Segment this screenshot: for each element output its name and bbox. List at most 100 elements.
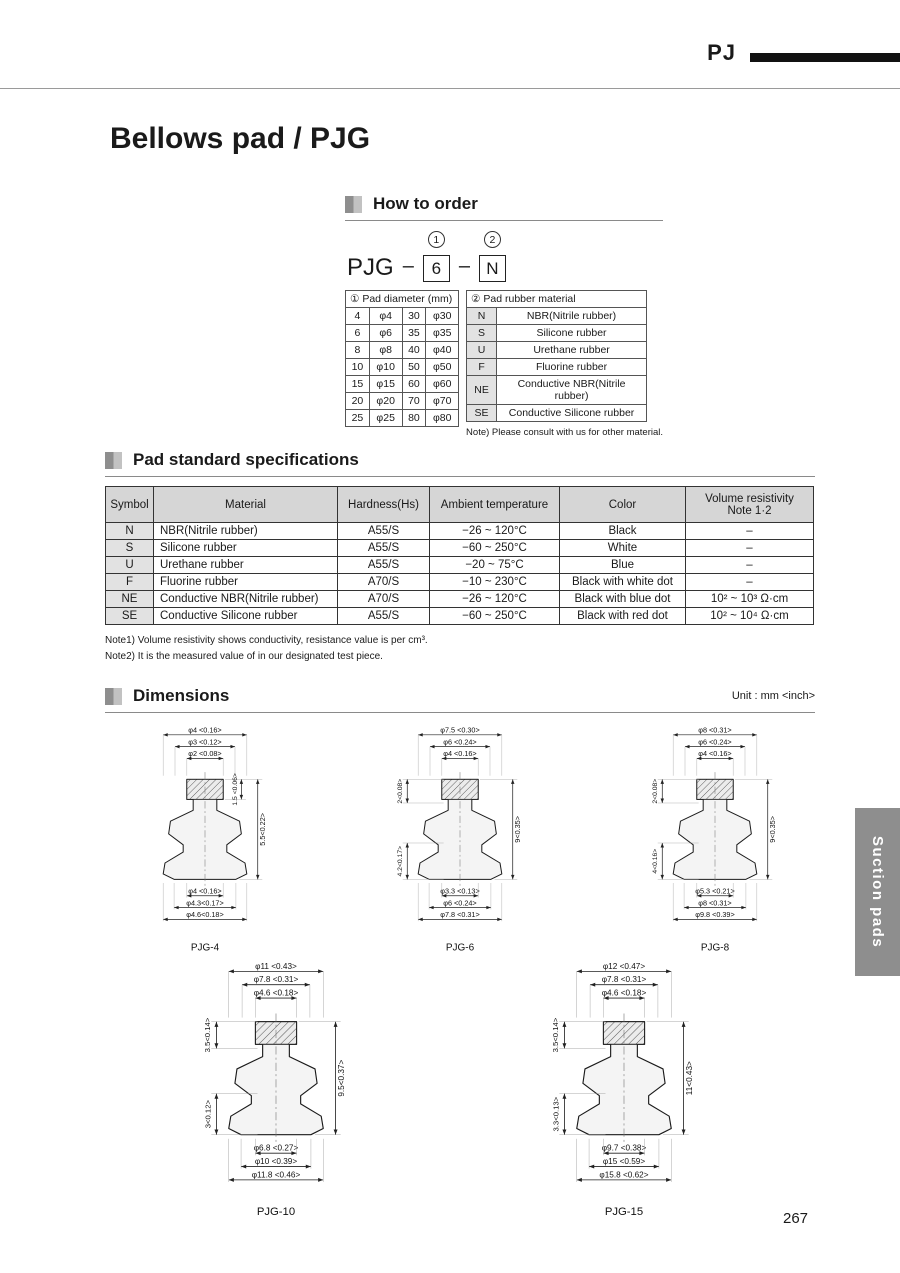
order-note: Note) Please consult with us for other m… — [466, 427, 663, 438]
dim-label: φ6 <0.24> — [443, 737, 476, 746]
table-cell: N — [105, 522, 154, 540]
dim-label: φ7.5 <0.30> — [440, 726, 479, 735]
dim-label: 1.5 <0.06> — [232, 773, 239, 806]
dim-label: φ11 <0.43> — [255, 962, 297, 971]
table-cell: φ80 — [425, 409, 460, 427]
technical-drawing: φ12 <0.47>φ7.8 <0.31>φ4.6 <0.18>φ9.7 <0.… — [551, 962, 694, 1218]
how-to-order-heading: How to order — [373, 194, 478, 213]
table-cell: A55/S — [337, 539, 430, 557]
table-cell: φ4 — [368, 307, 403, 325]
table-cell: −60 ~ 250°C — [429, 539, 560, 557]
drawing-pjg-8: φ8 <0.31>φ6 <0.24>φ4 <0.16>φ5.3 <0.21>φ8… — [615, 723, 815, 954]
dim-label: 3.3<0.13> — [551, 1096, 560, 1131]
table-cell: U — [466, 341, 498, 359]
dim-label: PJG-4 — [191, 942, 220, 953]
pad-specifications-section: Pad standard specifications Symbol Mater… — [105, 450, 815, 665]
table-cell: A70/S — [337, 590, 430, 608]
table-cell: 15 — [345, 375, 370, 393]
dimensions-heading: Dimensions — [133, 686, 230, 705]
table-cell: U — [105, 556, 154, 574]
page-title: Bellows pad / PJG — [110, 122, 371, 155]
dim-label: PJG-10 — [257, 1206, 295, 1218]
table-cell: – — [685, 539, 814, 557]
table-cell: F — [466, 358, 498, 376]
dim-label: 3.5<0.14> — [203, 1017, 212, 1052]
table-cell: A70/S — [337, 573, 430, 591]
how-to-order-heading-row: How to order — [345, 194, 663, 221]
dim-label: φ4.6 <0.18> — [602, 988, 647, 997]
table-cell: φ70 — [425, 392, 460, 410]
col-ambient-temperature: Ambient temperature — [429, 486, 560, 523]
table-cell: Conductive Silicone rubber — [496, 404, 648, 422]
dim-label: 2<0.08> — [652, 779, 659, 804]
table-cell: – — [685, 573, 814, 591]
dim-label: φ3 <0.12> — [188, 737, 221, 746]
circled-number-1: 1 — [427, 231, 445, 248]
technical-drawing: φ7.5 <0.30> φ6 <0.24> φ4 <0.16> φ3.3 <0.13>… — [397, 726, 522, 954]
dim-label: φ11.8 <0.46> — [252, 1170, 301, 1179]
spec-header-row: Symbol Material Hardness(Hs) Ambient tem… — [105, 486, 814, 523]
table-cell: Black with white dot — [559, 573, 686, 591]
table-cell: φ6 — [368, 324, 403, 342]
table-cell: S — [466, 324, 498, 342]
dim-label: φ4 <0.16> — [188, 886, 221, 895]
dim-label: φ5.3 <0.21> — [695, 886, 734, 895]
table-cell: 25 — [345, 409, 370, 427]
table-cell: −20 ~ 75°C — [429, 556, 560, 574]
dim-label: φ4.3<0.17> — [186, 898, 223, 907]
dim-label: φ9.8 <0.39> — [695, 910, 734, 919]
section-bullet-icon — [105, 451, 122, 469]
specifications-heading: Pad standard specifications — [133, 450, 359, 469]
code-dash: – — [402, 255, 414, 277]
table-cell: N — [466, 307, 498, 325]
technical-drawing: φ11 <0.43>φ7.8 <0.31>φ4.6 <0.18>φ6.8 <0.… — [203, 962, 346, 1218]
dim-label: φ8 <0.31> — [698, 726, 731, 735]
dim-label: φ4.6<0.18> — [186, 910, 223, 919]
dim-label: 4.2<0.17> — [397, 846, 404, 877]
table-cell: φ10 — [368, 358, 403, 376]
col-material: Material — [153, 486, 338, 523]
dim-label: φ9.7 <0.38> — [602, 1144, 647, 1153]
drawings-row-1: φ4 <0.16>φ3 <0.12>φ2 <0.08>φ4 <0.16>φ4.3… — [105, 723, 815, 954]
material-table-header: ② Pad rubber material — [466, 290, 648, 308]
table-cell: −26 ~ 120°C — [429, 522, 560, 540]
table-cell: NE — [105, 590, 154, 608]
dim-label: PJG-15 — [605, 1206, 643, 1218]
table-cell: 35 — [401, 324, 427, 342]
diameter-table-header: ① Pad diameter (mm) — [344, 290, 460, 308]
drawings-row-2: φ11 <0.43>φ7.8 <0.31>φ4.6 <0.18>φ6.8 <0.… — [105, 958, 815, 1219]
section-bullet-icon — [105, 687, 122, 705]
dim-label: φ4 <0.16> — [698, 749, 731, 758]
dim-label: φ4 <0.16> — [443, 749, 476, 758]
table-cell: φ30 — [425, 307, 460, 325]
table-cell: Conductive NBR(Nitrile rubber) — [496, 375, 648, 405]
diameter-code-box: 6 — [422, 255, 450, 282]
dim-label: 4<0.16> — [652, 849, 659, 874]
table-cell: 40 — [401, 341, 427, 359]
table-cell: Fluorine rubber — [153, 573, 338, 591]
table-cell: 6 — [345, 324, 370, 342]
table-cell: NBR(Nitrile rubber) — [496, 307, 648, 325]
table-cell: φ20 — [368, 392, 403, 410]
dim-label: φ3.3 <0.13> — [440, 886, 479, 895]
table-cell: φ40 — [425, 341, 460, 359]
dim-label: φ4 <0.16> — [188, 726, 221, 735]
dim-label: φ4.6 <0.18> — [254, 988, 299, 997]
table-cell: −26 ~ 120°C — [429, 590, 560, 608]
table-cell: 10² ~ 10³ Ω·cm — [685, 590, 814, 608]
dim-label: φ15.8 <0.62> — [599, 1170, 648, 1179]
table-cell: 70 — [401, 392, 427, 410]
spec-note-2: Note2) It is the measured value of in ou… — [105, 651, 383, 662]
